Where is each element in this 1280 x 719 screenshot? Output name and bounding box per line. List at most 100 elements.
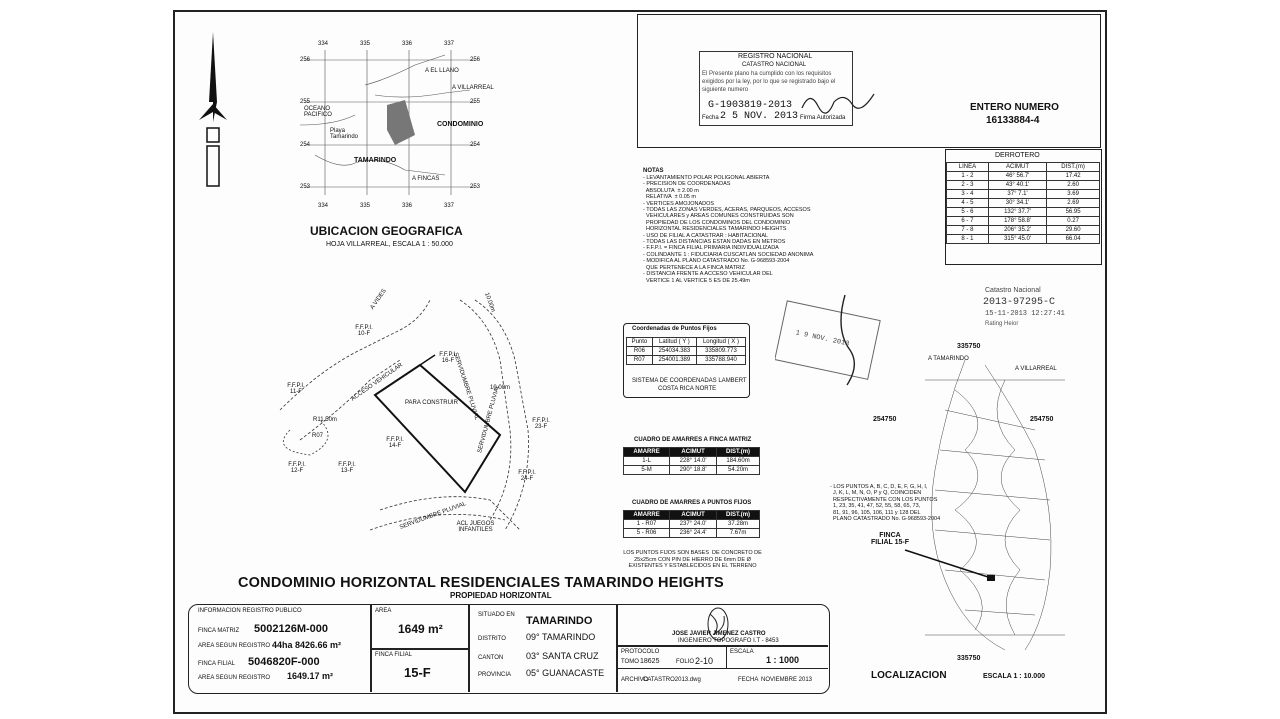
canton-value: 03° SANTA CRUZ [526, 651, 599, 661]
table-cell: 56.95 [1046, 207, 1100, 217]
table-cell: 37.28m [716, 519, 760, 529]
localization-map [925, 359, 1065, 651]
note-line: RELATIVA ± 0.05 m [643, 194, 696, 201]
table-cell: 2 - 3 [946, 180, 989, 190]
title-block-divider-3 [616, 604, 618, 692]
ffpi-10f: F.F.P.I. 10-F [355, 325, 373, 337]
catastro-extra: Rating Heior [985, 321, 1019, 327]
grid-left-255: 255 [300, 99, 311, 105]
label-el-llano: A EL LLANO [425, 68, 459, 74]
table-cell: 46° 56.7' [987, 171, 1048, 181]
area-registro-value-2: 1649.17 m² [287, 671, 334, 681]
tomo-label: TOMO [621, 659, 639, 665]
table-cell: 1-L [622, 456, 671, 466]
escala-label: ESCALA [730, 649, 754, 655]
finca-filial-value: 5046820F-000 [248, 656, 320, 668]
table-cell: 3 - 4 [946, 189, 989, 199]
grid-left-256: 256 [300, 57, 311, 63]
table-cell: 335788.940 [695, 355, 747, 365]
finca-arrow-icon [904, 549, 989, 578]
ffpi-24f: F.F.P.I. 24-F [518, 470, 536, 482]
note-line: VERTICE 1 AL VERTICE 5 ES DE 25.49m [643, 277, 750, 284]
archivo-value: CATASTRO2013.dwg [643, 677, 701, 683]
table-cell: 4 - 5 [946, 198, 989, 208]
situado-label: SITUADO EN [478, 612, 515, 618]
table-cell: 8 - 1 [946, 234, 989, 244]
note-line: VEHICULARES y AREAS COMUNES CONSTRUIDAS … [643, 213, 794, 220]
grid-left-253: 253 [300, 184, 311, 190]
table-cell: 7.67m [716, 528, 760, 538]
grid-bottom-336: 336 [402, 203, 413, 209]
catastro-line1: Catastro Nacional [985, 287, 1041, 294]
note-line: J, K, L, M, N, O, P y Q, COINCIDEN [830, 490, 922, 497]
note-line: - USO DE FILIAL A CATASTRAR : HABITACION… [643, 232, 769, 239]
entero-number: 16133884-4 [986, 115, 1040, 126]
amarres-matriz-title: CUADRO DE AMARRES A FINCA MATRIZ [634, 437, 752, 443]
note-line: QUE PERTENECE A LA FINCA MATRIZ [643, 264, 745, 271]
protocolo-label: PROTOCOLO [621, 649, 660, 655]
distrito-value: 09° TAMARINDO [526, 632, 596, 642]
loc-a-tamarindo: A TAMARINDO [928, 356, 969, 362]
distrito-label: DISTRITO [478, 636, 506, 642]
fecha-value: NOVIEMBRE 2013 [761, 677, 813, 683]
title-block-divider-2 [468, 604, 470, 692]
table-cell: 29.60 [1046, 225, 1100, 235]
ffpi-16f: F.F.P.I. 16-F [439, 352, 457, 364]
loc-coord-bottom: 335750 [957, 655, 981, 662]
table-cell: 3.69 [1046, 189, 1100, 199]
table-cell: R07 [626, 355, 653, 365]
table-cell: 206° 35.2' [987, 225, 1048, 235]
ingeniero-title: INGENIERO TOPOGRAFO I.T - 8453 [678, 638, 779, 644]
ffpi-14f: F.F.P.I. 14-F [386, 437, 404, 449]
grid-top-337: 337 [444, 41, 455, 47]
table-header: ACIMUT [669, 510, 718, 520]
note-line: - TODAS LAS DISTANCIAS ESTAN DADAS EN ME… [643, 239, 786, 246]
area-registro-label-2: AREA SEGUN REGISTRO [198, 675, 271, 681]
table-cell: 0.27 [1046, 216, 1100, 226]
canton-label: CANTON [478, 655, 504, 661]
note-line: - COLINDANTE 1 : FIDUCIARIA CUSCATLAN SO… [643, 251, 814, 258]
registro-body: El Presente plano ha cumplido con los re… [702, 71, 836, 93]
registry-frame [637, 14, 1101, 148]
table-cell: 228° 14.0' [669, 456, 718, 466]
table-cell: 236° 24.4' [669, 528, 718, 538]
title-block-hline-1 [370, 648, 468, 650]
ffpi-23f: F.F.P.I. 23-F [532, 418, 550, 430]
folio-label: FOLIO [676, 659, 695, 665]
main-title: CONDOMINIO HORIZONTAL RESIDENCIALES TAMA… [238, 575, 724, 591]
note-line: EXISTENTES Y ESTABLECIDOS EN EL TERRENO [628, 563, 757, 569]
table-header: LINEA [946, 162, 989, 172]
fecha-label: FECHA [738, 677, 759, 683]
table-cell: 5-M [622, 465, 671, 475]
area-label: AREA [375, 608, 392, 614]
ffpi-12f: F.F.P.I. 12-F [288, 462, 306, 474]
note-line: LOS PUNTOS FIJOS SON BASES DE CONCRETO D… [623, 550, 762, 556]
table-cell: 5 - R06 [622, 528, 671, 538]
archivo-label: ARCHIVO [621, 677, 649, 683]
table-cell: 315° 45.0' [987, 234, 1048, 244]
note-line: - VERTICES AMOJONADOS [643, 200, 715, 207]
signature-icon [801, 93, 875, 114]
grid-bottom-335: 335 [360, 203, 371, 209]
grid-top-334: 334 [318, 41, 329, 47]
engineer-seal-icon [707, 607, 729, 641]
ffpi-11f: F.F.P.I. 11-F [287, 383, 305, 395]
table-cell: 178° 58.8' [987, 216, 1048, 226]
derrotero-box [945, 149, 1102, 265]
area-registro-value-1: 44ha 8426.66 m² [272, 640, 342, 650]
table-header: AMARRE [622, 510, 671, 520]
grid-right-253: 253 [470, 184, 481, 190]
point-r07: R07 [312, 433, 324, 439]
table-cell: 2.69 [1046, 198, 1100, 208]
grid-left-254: 254 [300, 142, 311, 148]
